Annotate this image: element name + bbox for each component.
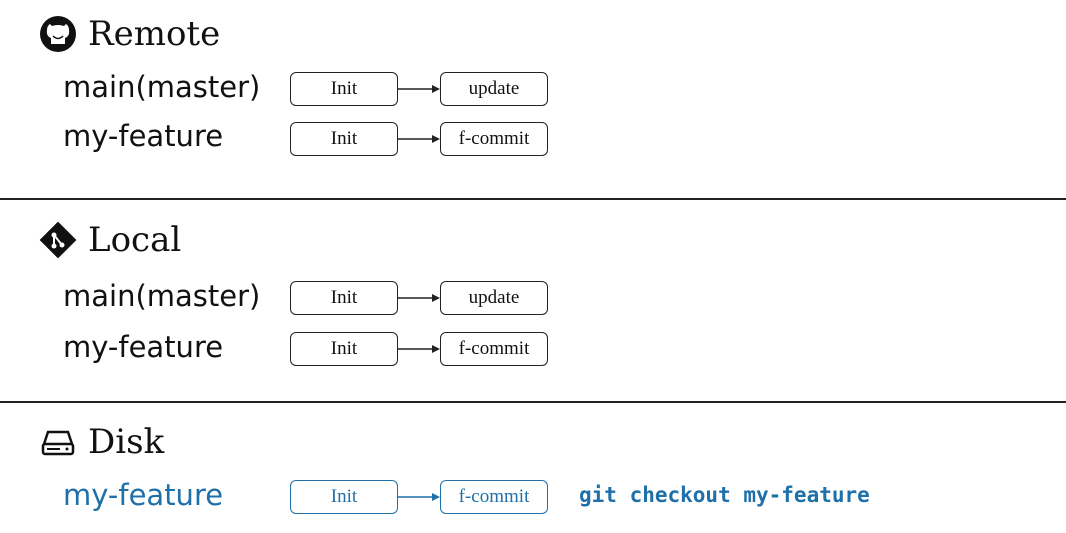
remote-feature-commit-init: Init [290,122,398,156]
disk-feature-commit-row: Init f-commit [290,480,548,514]
local-main-commit-init: Init [290,281,398,315]
local-main-arrow [398,292,440,304]
local-title-text: Local [88,220,182,260]
disk-title-text: Disk [88,422,165,462]
remote-title-text: Remote [88,14,221,54]
local-branch-feature-label: my-feature [63,330,224,364]
disk-branch-feature-label: my-feature [63,478,224,512]
remote-main-commit-init: Init [290,72,398,106]
local-feature-commit-init: Init [290,332,398,366]
local-feature-commit-fcommit: f-commit [440,332,548,366]
local-feature-commit-row: Init f-commit [290,332,548,366]
disk-feature-commit-fcommit: f-commit [440,480,548,514]
remote-branch-main-label: main(master) [63,70,261,104]
local-main-commit-row: Init update [290,281,548,315]
remote-feature-commit-fcommit: f-commit [440,122,548,156]
remote-main-arrow [398,83,440,95]
remote-main-commit-update: update [440,72,548,106]
remote-feature-commit-row: Init f-commit [290,122,548,156]
disk-drive-icon [38,422,78,462]
local-branch-main-label: main(master) [63,279,261,313]
remote-branch-feature-label: my-feature [63,119,224,153]
remote-main-commit-row: Init update [290,72,548,106]
section-divider-1 [0,198,1066,200]
git-icon [38,220,78,260]
local-main-commit-update: update [440,281,548,315]
git-checkout-command: git checkout my-feature [579,483,870,507]
github-icon [38,14,78,54]
disk-feature-arrow [398,491,440,503]
local-feature-arrow [398,343,440,355]
section-divider-2 [0,401,1066,403]
remote-section-title: Remote [38,14,220,54]
remote-feature-arrow [398,133,440,145]
disk-section-title: Disk [38,422,164,462]
disk-feature-commit-init: Init [290,480,398,514]
local-section-title: Local [38,220,181,260]
